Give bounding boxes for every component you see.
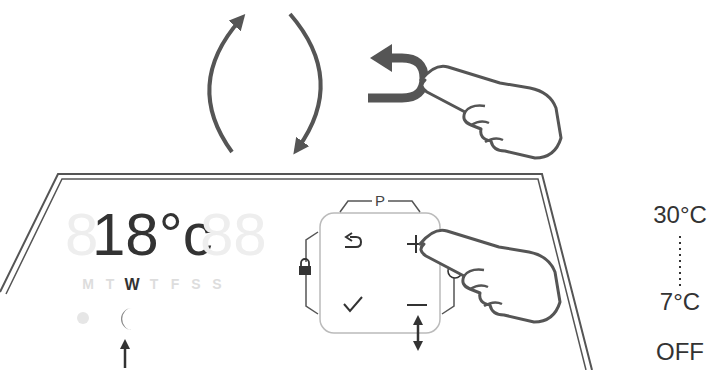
pressing-hand (420, 230, 560, 322)
day-letter: T (150, 277, 159, 291)
back-button (346, 233, 352, 241)
max-temperature: 30°C (653, 203, 707, 227)
housing-outline (6, 179, 586, 370)
day-letter: S (191, 277, 200, 291)
keypad-frame (320, 213, 440, 333)
temperature-readout: 18°c (92, 205, 213, 265)
program-key-label: P (372, 193, 388, 208)
day-letter: M (82, 277, 94, 291)
indicator-arrow (124, 344, 127, 368)
rotate-arrow (290, 14, 321, 148)
pressing-hand (421, 66, 561, 158)
ok-button (344, 297, 362, 311)
housing-outline (0, 174, 592, 370)
day-letter: S (212, 277, 221, 291)
off-setting: OFF (656, 340, 704, 364)
minus-button (407, 304, 427, 306)
moon-icon (121, 308, 132, 330)
range-dots (679, 236, 681, 286)
rotate-arrow (209, 20, 240, 152)
back-icon (368, 58, 424, 98)
sun-icon (77, 312, 89, 324)
ghost-digit: 88 (200, 205, 267, 265)
hold-arrow (417, 320, 420, 346)
back-icon-head (370, 44, 392, 72)
min-temperature: 7°C (660, 290, 700, 314)
day-letter: F (171, 277, 180, 291)
day-letter: T (106, 277, 115, 291)
lock-icon (298, 259, 312, 275)
day-letter: W (124, 277, 139, 293)
